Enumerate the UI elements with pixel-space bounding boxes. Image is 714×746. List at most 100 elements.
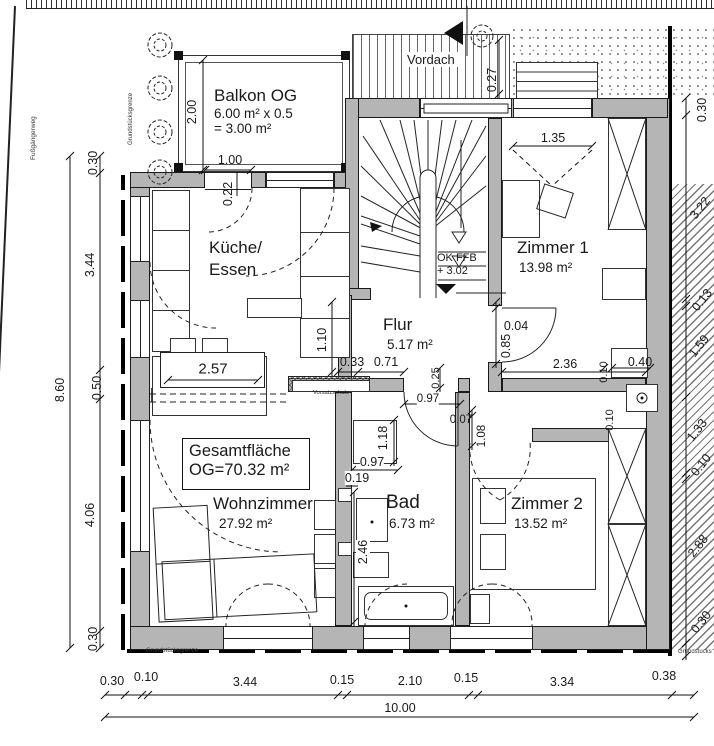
stair-level-note: OK FFB + 3.02 — [437, 252, 477, 278]
dim: 0.10 — [604, 409, 616, 431]
shelf — [314, 568, 336, 598]
chair — [536, 183, 574, 219]
window-left-2 — [130, 300, 150, 358]
pillow — [480, 534, 506, 570]
dim: 0.10 — [133, 670, 159, 684]
balcony-rail-inner — [185, 62, 343, 165]
kitchen-counter-left-div — [152, 270, 190, 271]
wohnzimmer-name: Wohnzimmer — [213, 494, 313, 513]
dim: 3.44 — [232, 675, 258, 689]
dim: 2.57 — [198, 360, 228, 378]
nightstand — [470, 594, 490, 624]
balcony-post — [174, 51, 183, 60]
boundary-right-line — [668, 26, 672, 656]
kitchen-counter-left-div — [152, 230, 190, 231]
nightstand — [602, 268, 646, 300]
radiator — [338, 488, 352, 502]
dim: 8.60 — [53, 377, 67, 403]
boundary-left-line — [0, 6, 17, 746]
vorsatzschale-label: Vorsatzschale — [312, 390, 350, 396]
dim: 0.97 — [416, 393, 440, 405]
kitchen-counter-right-div — [300, 232, 350, 233]
kitchen-counter-left-div — [152, 310, 190, 311]
dim: 0.30 — [86, 150, 100, 176]
kueche-name-1: Küche/ — [209, 238, 262, 257]
okffb-line1: OK FFB — [437, 252, 477, 264]
vordach-label: Vordach — [404, 52, 458, 67]
window-zimmer1-top — [513, 98, 592, 118]
window-bottom-bad — [363, 626, 410, 650]
wall-kueche-top-b — [251, 172, 266, 188]
dim: 0.50 — [90, 375, 104, 401]
balcony-post — [174, 163, 183, 172]
dim: 0.07 — [449, 414, 473, 426]
dim: 0.04 — [503, 319, 529, 333]
neighbour-parcel-hatch — [672, 184, 714, 650]
dim: 0.30 — [99, 674, 125, 688]
dim: 0.71 — [373, 355, 399, 369]
dim: 4.06 — [83, 502, 97, 528]
dim: 0.15 — [453, 671, 479, 685]
okffb-line2: + 3.02 — [437, 265, 468, 277]
vorsatzschale-label-box: Vorsatzschale — [292, 380, 370, 396]
wall-corridor-b — [458, 378, 470, 392]
flur-name: Flur — [383, 315, 413, 334]
wall-zimmer1-bottom — [502, 378, 646, 392]
zimmer2-area: 13.52 m² — [514, 516, 568, 531]
zimmer1-name: Zimmer 1 — [517, 238, 589, 257]
balkon-label-block: Balkon OG 6.00 m² x 0.5 = 3.00 m² — [214, 86, 297, 136]
dim: 0.25 — [430, 367, 442, 389]
radiator — [338, 542, 352, 556]
flur-area: 5.17 m² — [387, 337, 433, 352]
total-area-box: Gesamtfläche OG=70.32 m² — [182, 438, 310, 490]
dim: 1.35 — [540, 131, 566, 145]
kitchen-counter-left — [152, 190, 190, 352]
total-area-line2: OG=70.32 m² — [189, 461, 290, 479]
dim: 1.18 — [376, 425, 390, 451]
dim: 1.08 — [476, 424, 488, 448]
kitchen-counter-right-div — [300, 276, 350, 277]
boundary-dashed-left — [121, 175, 125, 650]
tree-icon — [147, 75, 173, 101]
shelf — [314, 500, 336, 530]
washbasin — [356, 498, 388, 542]
shaft-box — [626, 384, 658, 412]
balkon-result: = 3.00 m² — [214, 121, 272, 136]
boundary-dashed-bottom — [127, 649, 672, 653]
dim: 1.10 — [315, 327, 329, 353]
bad-area: 6.73 m² — [389, 516, 435, 531]
zimmer2-name: Zimmer 2 — [511, 494, 583, 513]
wardrobe — [608, 524, 646, 626]
fussgaengerweg-label: Fußgängerweg — [30, 116, 37, 160]
grenze-bottom-right-label: Grundstücksgrenze — [678, 649, 712, 655]
wall-stair-right — [488, 118, 502, 306]
dim: 0.10 — [598, 361, 610, 383]
dim: 0.30 — [695, 97, 709, 123]
window-left-1 — [130, 196, 150, 262]
grenze-left-label: Grundstücksgrenze — [128, 92, 134, 145]
boundary-top-strip — [26, 0, 714, 9]
dim: 0.85 — [499, 333, 513, 359]
wall-top-c — [592, 98, 668, 118]
balkon-name: Balkon OG — [214, 86, 298, 105]
wohnzimmer-area: 27.92 m² — [219, 516, 273, 531]
dim: 3.44 — [83, 252, 97, 278]
tree-icon — [147, 32, 173, 58]
dim: 1.00 — [217, 153, 243, 167]
wall-stair-right-b — [488, 362, 502, 392]
dim: 0.38 — [651, 669, 677, 683]
balcony-post — [341, 51, 350, 60]
level-marker-icon — [436, 284, 456, 294]
window-bottom-zimmer2 — [450, 626, 533, 650]
balkon-calc: 6.00 m² x 0.5 — [214, 106, 293, 121]
wall-right — [646, 98, 670, 650]
shelf — [314, 534, 336, 564]
total-area-line1: Gesamtfläche — [189, 442, 291, 460]
kitchen-peninsula — [247, 298, 302, 318]
tree-icon — [147, 119, 173, 145]
wardrobe — [608, 118, 646, 230]
dim: 2.36 — [552, 357, 578, 371]
dim: 0.27 — [485, 67, 499, 93]
dim: 2.46 — [356, 539, 370, 565]
dim: 3.34 — [549, 675, 575, 689]
